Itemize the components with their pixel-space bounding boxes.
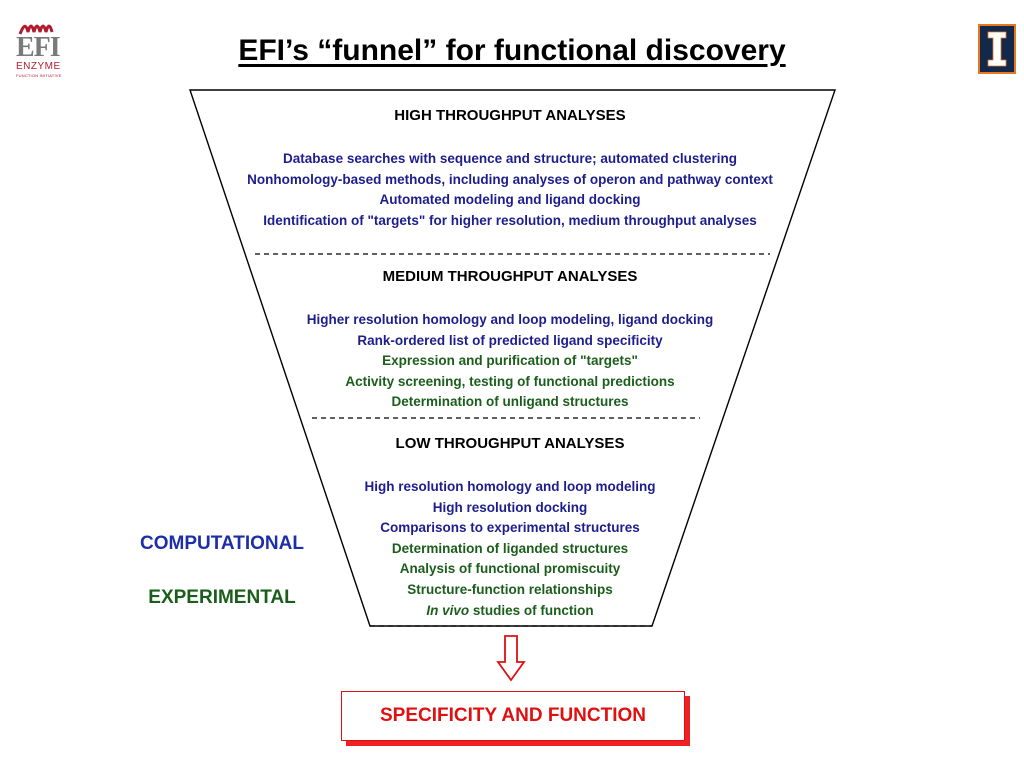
university-logo [978, 24, 1016, 74]
efi-wave-mark-icon [18, 24, 54, 35]
list-item: Determination of unligand structures [391, 394, 629, 410]
list-item: Rank-ordered list of predicted ligand sp… [357, 332, 663, 348]
section-heading-low: LOW THROUGHPUT ANALYSES [395, 435, 625, 452]
legend-experimental: EXPERIMENTAL [148, 587, 296, 608]
list-item: Activity screening, testing of functiona… [345, 373, 675, 389]
section-heading-medium: MEDIUM THROUGHPUT ANALYSES [382, 268, 638, 285]
list-item: Database searches with sequence and stru… [283, 151, 737, 166]
list-item: Nonhomology-based methods, including ana… [247, 171, 773, 187]
list-item: Identification of "targets" for higher r… [263, 212, 757, 228]
list-item-text: studies of function [469, 602, 594, 618]
down-arrow-icon [496, 635, 526, 682]
italic-text: In vivo [426, 602, 470, 618]
list-item: Comparisons to experimental structures [380, 520, 640, 536]
legend-computational: COMPUTATIONAL [140, 533, 304, 554]
list-item: Expression and purification of "targets" [382, 353, 638, 369]
list-item: Structure-function relationships [407, 582, 613, 597]
page-title: EFI’s “funnel” for functional discovery [238, 34, 786, 67]
list-item: Automated modeling and ligand docking [379, 192, 641, 208]
list-item: High resolution docking [432, 499, 588, 515]
section-heading-high: HIGH THROUGHPUT ANALYSES [394, 107, 626, 124]
result-label: SPECIFICITY AND FUNCTION [379, 705, 646, 726]
list-item: High resolution homology and loop modeli… [364, 479, 656, 494]
result-box: SPECIFICITY AND FUNCTION [341, 691, 685, 741]
efi-logo-tagline: FUNCTION INITIATIVE [16, 73, 62, 78]
list-item: Determination of liganded structures [391, 540, 629, 556]
list-item: Analysis of functional promiscuity [399, 561, 621, 577]
list-item: In vivo studies of function [190, 601, 830, 622]
efi-logo-text: EFI [16, 32, 61, 63]
list-item: Higher resolution homology and loop mode… [306, 312, 714, 327]
efi-logo: EFI ENZYME FUNCTION INITIATIVE [12, 22, 68, 80]
efi-logo-subtext: ENZYME [16, 61, 61, 72]
block-i-icon [987, 31, 1007, 67]
